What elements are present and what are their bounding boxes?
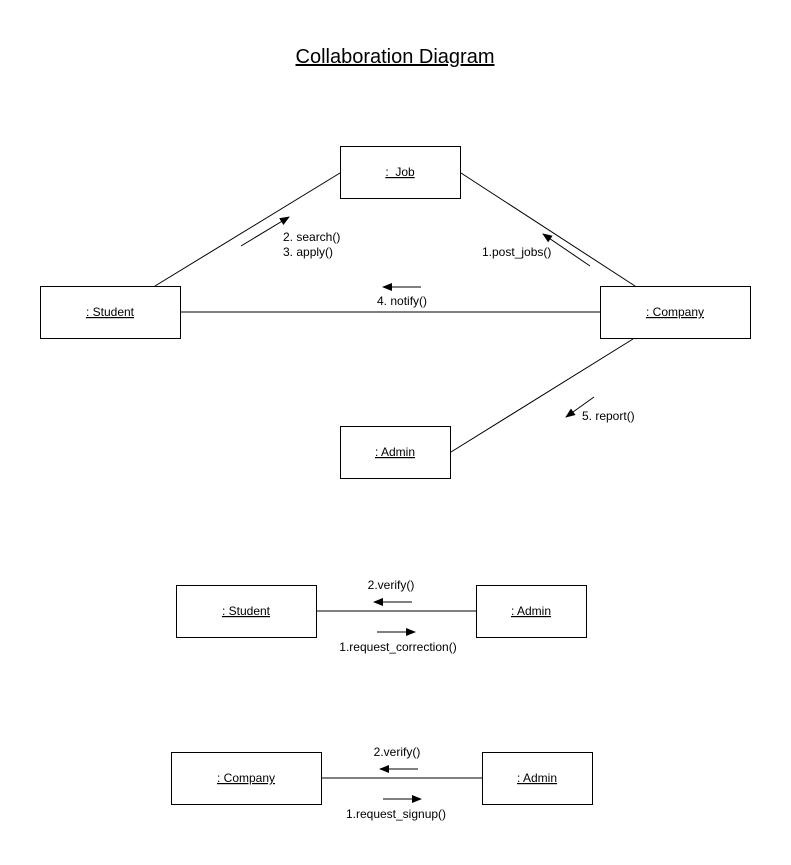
object-admin-2[interactable]: : Admin — [476, 585, 587, 638]
object-company-2[interactable]: : Company — [171, 752, 322, 805]
object-admin-label: : Admin — [375, 445, 415, 459]
object-student-2[interactable]: : Student — [176, 585, 317, 638]
object-company-box — [600, 286, 751, 339]
object-student-label: : Student — [86, 305, 135, 319]
object-job-box — [340, 146, 461, 199]
message-notify: 4. notify() — [377, 294, 427, 308]
object-admin-3-box — [482, 752, 593, 805]
message-request-correction: 1.request_correction() — [339, 640, 456, 654]
object-company-2-box — [171, 752, 322, 805]
arrow-report — [565, 396, 595, 418]
message-search: 2. search() — [283, 230, 340, 244]
object-student[interactable]: : Student — [40, 286, 181, 339]
object-company-label: : Company — [646, 305, 704, 319]
diagram-title: Collaboration Diagram — [296, 46, 495, 68]
object-admin-2-label: : Admin — [511, 604, 551, 618]
object-admin[interactable]: : Admin — [340, 426, 451, 479]
message-apply: 3. apply() — [283, 245, 333, 259]
object-admin-3[interactable]: : Admin — [482, 752, 593, 805]
arrow-search-apply — [240, 216, 290, 247]
object-admin-2-box — [476, 585, 587, 638]
arrow-post-jobs — [542, 233, 591, 267]
object-job-label: : Job — [385, 165, 415, 179]
link-student-job — [154, 172, 341, 287]
message-verify-2: 2.verify() — [374, 745, 421, 759]
object-student-box — [40, 286, 181, 339]
object-student-2-box — [176, 585, 317, 638]
object-company-2-label: : Company — [217, 771, 275, 785]
object-job[interactable]: : Job — [340, 146, 461, 199]
object-admin-3-label: : Admin — [517, 771, 557, 785]
object-company[interactable]: : Company — [600, 286, 751, 339]
link-company-admin — [450, 338, 634, 453]
message-report: 5. report() — [582, 409, 635, 423]
message-request-signup: 1.request_signup() — [346, 807, 446, 821]
object-student-2-label: : Student — [222, 604, 271, 618]
message-verify-1: 2.verify() — [368, 578, 415, 592]
object-admin-box — [340, 426, 451, 479]
message-post-jobs: 1.post_jobs() — [482, 245, 551, 259]
link-job-company — [460, 172, 636, 287]
